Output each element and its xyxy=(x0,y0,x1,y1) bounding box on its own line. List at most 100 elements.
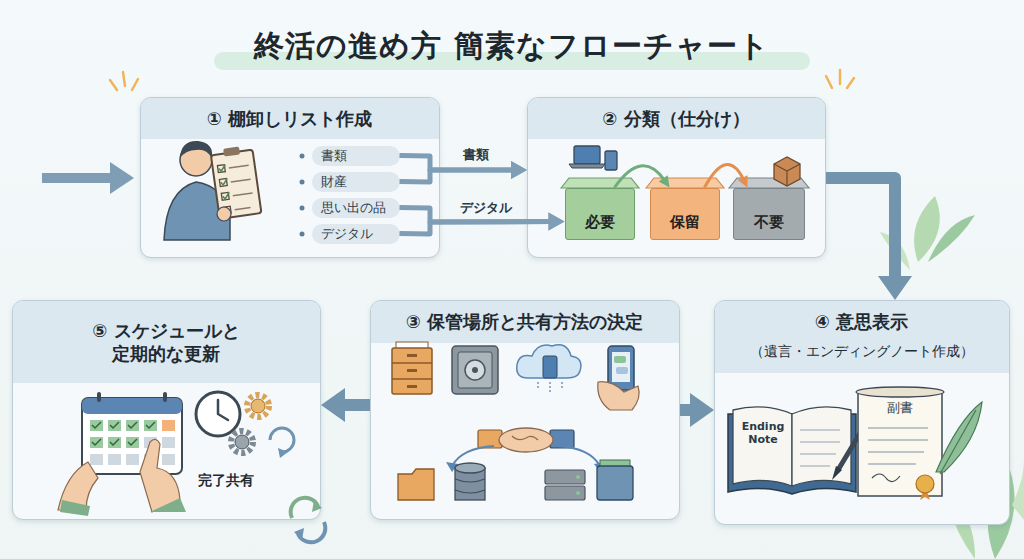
ending-note-book xyxy=(838,420,868,470)
arrow-head xyxy=(548,213,564,231)
person-illustration xyxy=(164,141,261,240)
bin-lip xyxy=(561,178,809,188)
sparkle xyxy=(826,76,832,88)
calendar-icon xyxy=(92,422,155,445)
step-subheading: （遺言・エンディングノート作成） xyxy=(720,337,1004,365)
arrow-head xyxy=(659,175,670,187)
handshake-icon xyxy=(512,436,538,440)
flow-arrow xyxy=(680,404,692,416)
flow-arrow xyxy=(400,222,551,234)
clock-gear-icon xyxy=(278,448,288,458)
sparkle xyxy=(110,70,854,90)
person-illustration xyxy=(164,182,230,240)
archive-icon xyxy=(576,475,580,479)
step-box: ① 棚卸しリスト作成書類財産思い出の品デジタル xyxy=(140,97,440,258)
will-document xyxy=(868,428,928,464)
phone-hand-icon xyxy=(614,356,626,363)
item-pill: 財産 xyxy=(312,172,400,192)
handshake-icon xyxy=(452,446,494,466)
calendar-icon xyxy=(60,500,90,516)
diagram-title: 終活の進め方 簡素なフローチャート xyxy=(0,26,1024,67)
sparkle xyxy=(132,79,138,90)
cloud-icon xyxy=(517,345,581,392)
clock-gear-icon xyxy=(231,431,253,453)
package-icon xyxy=(774,164,800,186)
edge-label: 書類 xyxy=(446,146,506,164)
will-document xyxy=(916,475,934,493)
entry-arrow xyxy=(110,162,134,194)
cloud-icon xyxy=(517,345,581,378)
will-document xyxy=(936,402,982,472)
archive-icon xyxy=(576,491,580,495)
arrow-head xyxy=(548,213,564,231)
archive-icon xyxy=(545,470,585,484)
bin-lip xyxy=(646,178,724,188)
bin-lip xyxy=(729,178,809,188)
safe-icon xyxy=(452,346,498,394)
step-box: ② 分類（仕分け） 必要 保留 不要 xyxy=(527,97,826,258)
safe-icon xyxy=(465,360,485,380)
will-document xyxy=(858,392,942,496)
person-illustration xyxy=(210,145,261,219)
step-box: ③ 保管場所と共有方法の決定 xyxy=(370,300,680,520)
will-document xyxy=(856,387,982,500)
sort-bin: 不要 xyxy=(733,188,805,240)
bullet-dot xyxy=(300,232,305,237)
step-heading: ② 分類（仕分け） xyxy=(533,98,820,139)
bin-lip xyxy=(561,178,639,188)
arrow-head xyxy=(511,161,527,179)
bullet-dot xyxy=(300,154,305,159)
leaf-decoration xyxy=(880,232,910,270)
item-pill: 思い出の品 xyxy=(312,198,400,218)
step-heading: ① 棚卸しリスト作成 xyxy=(146,98,434,139)
ending-note-book xyxy=(733,407,792,486)
person-illustration xyxy=(223,206,231,214)
sort-bin: 保留 xyxy=(650,188,720,240)
archive-icon xyxy=(600,460,630,470)
person-illustration xyxy=(217,207,231,221)
calendar-icon xyxy=(126,437,139,448)
entry-arrow xyxy=(42,173,114,183)
calendar-icon xyxy=(82,398,182,474)
storage-icon xyxy=(407,354,417,357)
person-illustration xyxy=(218,165,230,200)
step-box: ④ 意思表示（遺言・エンディングノート作成） xyxy=(714,300,1010,525)
calendar-icon xyxy=(90,437,103,448)
bin-label: 保留 xyxy=(670,213,700,232)
archive-icon xyxy=(398,469,434,500)
step-heading: ⑤ スケジュールと 定期的な更新 xyxy=(51,307,281,377)
step-heading: ④ 意思表示 xyxy=(720,307,1004,337)
clock-gear-icon xyxy=(294,528,304,540)
person-illustration xyxy=(217,165,225,173)
leaf-decoration xyxy=(1012,460,1024,520)
person-illustration xyxy=(221,192,229,200)
annotation-label: 完了共有 xyxy=(186,472,266,489)
item-text: 書類 xyxy=(321,147,347,165)
sparkle xyxy=(847,78,854,88)
package-icon xyxy=(774,157,800,186)
flow-arrow xyxy=(615,166,665,188)
flow-arrow xyxy=(343,399,370,411)
calendar-icon xyxy=(108,437,121,448)
calendar-icon xyxy=(90,454,103,465)
storage-icon xyxy=(392,342,432,394)
calendar-icon xyxy=(108,454,121,465)
bullet-dot xyxy=(300,206,305,211)
bin-label: 必要 xyxy=(585,213,615,232)
arrow-head xyxy=(511,161,527,179)
calendar-icon xyxy=(162,437,175,448)
clock-gear-icon xyxy=(235,435,249,449)
will-document xyxy=(940,410,976,474)
item-text: デジタル xyxy=(321,225,373,243)
phone-hand-icon xyxy=(608,346,634,390)
handshake-icon xyxy=(594,462,606,472)
storage-icon xyxy=(396,342,428,349)
item-pill: デジタル xyxy=(312,224,400,244)
sort-bin: 必要 xyxy=(565,188,635,240)
clock-gear-icon xyxy=(312,500,322,512)
calendar-icon xyxy=(108,420,121,431)
bin-label: 不要 xyxy=(754,213,784,232)
calendar-icon xyxy=(144,437,157,448)
